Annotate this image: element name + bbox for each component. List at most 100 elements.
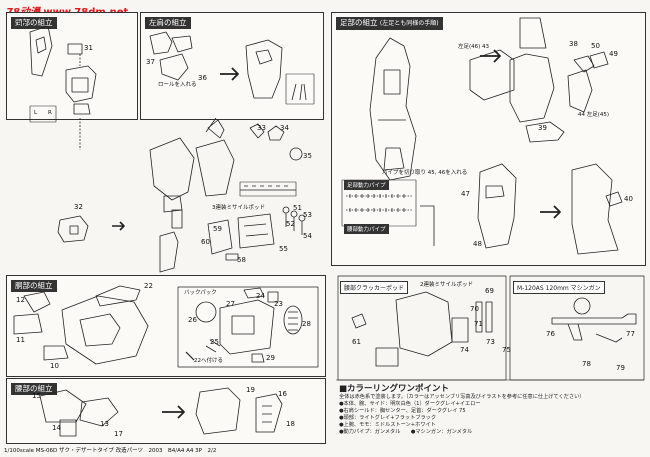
- label-missile-pod-3: 3連装ミサイルポッド: [212, 205, 265, 211]
- label-left-leg-46: 左足(46) 43: [458, 44, 490, 50]
- part-number: 54: [303, 232, 312, 240]
- part-34-shape: [267, 125, 285, 141]
- label-ammo-pipe-2: 腰部動力パイプ: [344, 224, 389, 234]
- part-number: 23: [274, 300, 283, 308]
- label-attach-22: 22へ付ける: [194, 358, 223, 364]
- part-number: 36: [198, 74, 207, 82]
- part-number: 12: [16, 296, 25, 304]
- part-number: 51: [293, 204, 302, 212]
- part-number: 37: [146, 58, 155, 66]
- arrow-legs: [480, 49, 501, 63]
- part-number: 26: [188, 316, 197, 324]
- part-number: 15: [32, 392, 41, 400]
- part-number: 61: [352, 338, 361, 346]
- part-number: 69: [485, 287, 494, 295]
- coloring-note: 全体は赤色系で塗装します。（カラーはアッセンブリ写真及びイラストを参考に任意に仕…: [339, 394, 585, 400]
- head-main-shape: [65, 65, 97, 103]
- part-12-shape: [23, 291, 51, 313]
- part-28-shape: [283, 305, 303, 335]
- part-31-shape: [67, 43, 83, 55]
- part-number: 49: [609, 50, 618, 58]
- label-machine-gun: M-120AS 120mm マシンガン: [513, 281, 605, 294]
- legs-title-text: 足部の組立: [340, 18, 378, 27]
- part-35-shape: [289, 147, 303, 161]
- part-number: 60: [201, 238, 210, 246]
- label-mark-r: R: [48, 110, 52, 116]
- part-number: 59: [213, 225, 222, 233]
- part-45-shape: [567, 69, 593, 113]
- leg-mid-shape: [509, 53, 555, 123]
- part-number: 39: [538, 124, 547, 132]
- cracker-pod-shape: [395, 291, 453, 357]
- label-missile-pod-2: 2連装ミサイルポッド: [420, 282, 473, 288]
- torso-main-shape: [61, 295, 149, 365]
- part-number: 22: [144, 282, 153, 290]
- label-backpack: バックパック: [184, 290, 217, 296]
- coloring-points: ■カラーリングワンポイント 全体は赤色系で塗装します。（カラーはアッセンブリ写真…: [339, 382, 639, 448]
- waist-assembled-shape: [195, 387, 241, 435]
- part-number: 32: [74, 203, 83, 211]
- part-number: 28: [302, 320, 311, 328]
- coloring-row: ●動力パイプ：ガンメタル ●マシンガン：ガンメタル: [339, 428, 473, 435]
- part-number: 40: [624, 195, 633, 203]
- part-number: 34: [280, 124, 289, 132]
- panel-legs: 足部の組立 (左足とも同様の手順): [331, 12, 646, 266]
- arrow-leg-final: [540, 205, 561, 219]
- part-number: 18: [286, 420, 295, 428]
- waist-part-15-shape: [39, 389, 87, 423]
- section-title-head: 頭部の組立: [11, 17, 57, 29]
- panel-head: 頭部の組立: [6, 12, 138, 120]
- part-number: 27: [226, 300, 235, 308]
- part-number: 74: [460, 346, 469, 354]
- part-39-shape: [525, 121, 565, 143]
- part-number: 55: [279, 245, 288, 253]
- label-ammo-pipe: 足部動力パイプ: [344, 180, 389, 190]
- part-number: 17: [114, 430, 123, 438]
- part-number: 79: [616, 364, 625, 372]
- part-number: 24: [256, 292, 265, 300]
- part-number: 10: [50, 362, 59, 370]
- label-sticker-note: ロールを入れる: [158, 82, 197, 88]
- backpack-box-shape: [177, 286, 319, 368]
- label-cracker-pod: 腰部クラッカーポッド: [340, 281, 409, 294]
- part-40-shape: [605, 191, 623, 207]
- section-title-torso: 胴部の組立: [11, 280, 57, 292]
- inset-box-shape: [285, 73, 315, 105]
- waist-part-13-shape: [79, 397, 119, 427]
- panel-torso: 胴部の組立: [6, 275, 326, 377]
- section-title-legs: 足部の組立 (左足とも同様の手順): [336, 17, 443, 30]
- part-number: 75: [502, 346, 511, 354]
- part-number: 16: [278, 390, 287, 398]
- part-number: 70: [470, 305, 479, 313]
- label-left-leg-45: 44 左足(45): [578, 112, 610, 118]
- part-37-shape: [149, 31, 173, 55]
- part-number: 77: [626, 330, 635, 338]
- part-number: 47: [461, 190, 470, 198]
- arrow-shoulder: [220, 67, 239, 81]
- coloring-title-text: カラーリングワンポイント: [347, 384, 450, 394]
- part-number: 19: [246, 386, 255, 394]
- label-mark-l: L: [34, 110, 38, 116]
- part-number: 38: [569, 40, 578, 48]
- section-title-shoulder: 左肩の組立: [145, 17, 191, 29]
- part-number: 52: [286, 220, 295, 228]
- arm-main-shape: [149, 137, 195, 201]
- shoulder-assembled-shape: [245, 39, 283, 99]
- part-number: 29: [266, 354, 275, 362]
- part-number: 33: [257, 124, 266, 132]
- footer-credit: 1/100scale MS-06D ザク・デザートタイプ 改造パーツ 2003 …: [4, 448, 217, 454]
- panel-waist: 腰部の組立: [6, 378, 326, 444]
- machinegun-shape: [551, 313, 637, 325]
- part-number: 31: [84, 44, 93, 52]
- arrow-waist: [162, 405, 185, 419]
- part-30-shape: [29, 25, 53, 77]
- coloring-row: ●頭部：ライトグレイ+フラットブラック: [339, 414, 437, 421]
- coloring-row: ●上腕、モモ：ミドルストーン+ホワイト: [339, 421, 436, 428]
- leg-upper-shape: [469, 49, 515, 101]
- part-number: 53: [303, 211, 312, 219]
- part-49-shape: [589, 51, 609, 69]
- part-number: 78: [582, 360, 591, 368]
- section-title-waist: 腰部の組立: [11, 383, 57, 395]
